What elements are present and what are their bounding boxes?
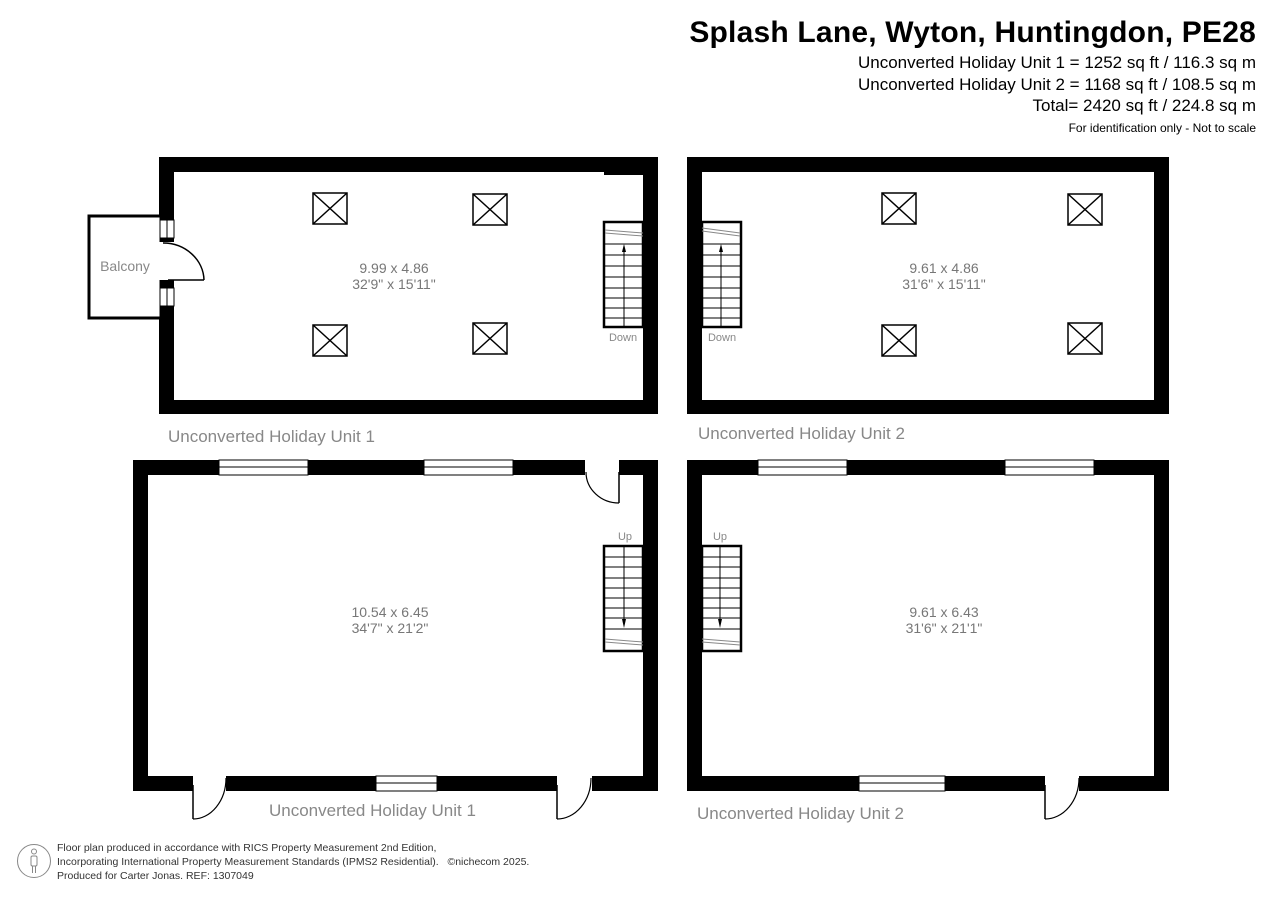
unit-label: Unconverted Holiday Unit 1	[168, 427, 375, 446]
footer-line-2: Incorporating International Property Mea…	[57, 856, 439, 868]
property-title: Splash Lane, Wyton, Huntingdon, PE28	[689, 16, 1256, 49]
unit-label: Unconverted Holiday Unit 1	[269, 801, 476, 820]
stairs-down	[602, 220, 645, 329]
door-swing	[556, 777, 592, 820]
footer: Floor plan produced in accordance with R…	[57, 841, 529, 883]
door-opening	[1045, 775, 1079, 792]
room-dimension-metric: 9.61 x 6.43	[909, 604, 978, 620]
door-swing	[1044, 777, 1080, 820]
skylights	[312, 192, 508, 357]
room-dimension-imperial: 32'9" x 15'11"	[352, 276, 436, 292]
area-unit1: Unconverted Holiday Unit 1 = 1252 sq ft …	[858, 53, 1256, 72]
windows	[757, 459, 1095, 792]
balcony-label: Balcony	[100, 258, 150, 274]
door-opening	[159, 242, 175, 280]
room-dimension-imperial: 31'6" x 15'11"	[902, 276, 986, 292]
windows	[218, 459, 514, 792]
stairs-label: Up	[618, 531, 632, 543]
person-info-icon	[17, 844, 51, 878]
door-opening	[585, 459, 619, 476]
room-dimension-imperial: 34'7" x 21'2"	[352, 620, 429, 636]
footer-line-1: Floor plan produced in accordance with R…	[57, 842, 437, 854]
plan-unit1-upper: Balcony Down 9.99 x 4.86 32'9" x 15'11" …	[87, 157, 658, 446]
door-swing	[585, 471, 620, 504]
area-total: Total= 2420 sq ft / 224.8 sq m	[1032, 96, 1257, 115]
skylights	[881, 192, 1103, 357]
stairs-down	[700, 220, 743, 329]
room-dimension-metric: 9.61 x 4.86	[909, 260, 978, 276]
plan-unit2-ground: Up 9.61 x 6.43 31'6" x 21'1" Unconverted…	[687, 459, 1169, 823]
stairs-up	[700, 544, 743, 653]
unit-label: Unconverted Holiday Unit 2	[697, 804, 904, 823]
plan-unit2-upper: Down 9.61 x 4.86 31'6" x 15'11" Unconver…	[687, 157, 1169, 443]
header: Splash Lane, Wyton, Huntingdon, PE28 Unc…	[689, 14, 1256, 139]
area-unit2: Unconverted Holiday Unit 2 = 1168 sq ft …	[858, 74, 1256, 94]
room-dimension-imperial: 31'6" x 21'1"	[906, 620, 983, 636]
stairs-label: Down	[609, 332, 637, 344]
room-dimension-metric: 9.99 x 4.86	[359, 260, 428, 276]
door-swing	[162, 242, 205, 281]
unit-label: Unconverted Holiday Unit 2	[698, 424, 905, 443]
door-opening	[193, 775, 226, 792]
copyright: ©nichecom 2025.	[447, 856, 530, 868]
plan-unit1-ground: Up 10.54 x 6.45 34'7" x 21'2" Unconverte…	[133, 459, 658, 820]
stairs-label: Up	[713, 531, 727, 543]
balcony-outline	[87, 214, 163, 320]
door-swing	[192, 777, 227, 820]
door-opening	[557, 775, 592, 792]
stairs-up	[602, 544, 645, 653]
room-dimension-metric: 10.54 x 6.45	[351, 604, 428, 620]
footer-line-3: Produced for Carter Jonas. REF: 1307049	[57, 870, 254, 882]
stairs-label: Down	[708, 332, 736, 344]
scale-note: For identification only - Not to scale	[1068, 120, 1256, 135]
